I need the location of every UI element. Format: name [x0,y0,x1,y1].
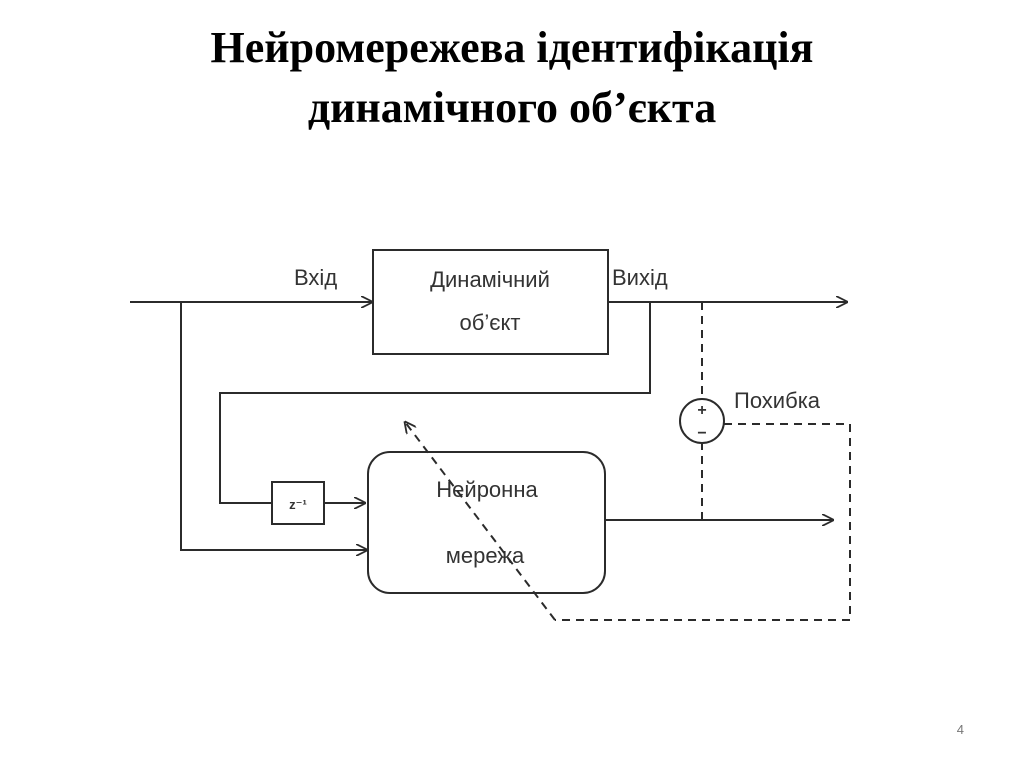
error-feedback-dashed [555,423,851,621]
plant-label-line-2: об’єкт [460,310,521,335]
input-label: Вхід [294,265,337,290]
feedback-line [219,302,651,504]
error-label: Похибка [734,388,821,413]
neural-network-block: Нейронна мережа [367,451,606,594]
plant-label-line-1: Динамічний [430,267,550,292]
plus-sign: + [697,402,706,419]
nn-label-line-2: мережа [446,543,525,568]
summing-junction: + − [679,398,725,444]
delay-block: z⁻¹ [271,481,325,525]
nn-label-line-1: Нейронна [436,477,538,502]
slide-title: Нейромережева ідентифікація динамічного … [0,18,1024,138]
delay-label: z⁻¹ [289,497,307,512]
output-label: Вихід [612,265,668,290]
input-branch-line [180,302,367,550]
title-line-2: динамічного об’єкта [307,83,717,132]
title-line-1: Нейромережева ідентифікація [210,23,814,72]
dynamic-object-block: Динамічний об’єкт [372,249,609,355]
page-number: 4 [956,722,964,737]
minus-sign: − [697,425,706,442]
